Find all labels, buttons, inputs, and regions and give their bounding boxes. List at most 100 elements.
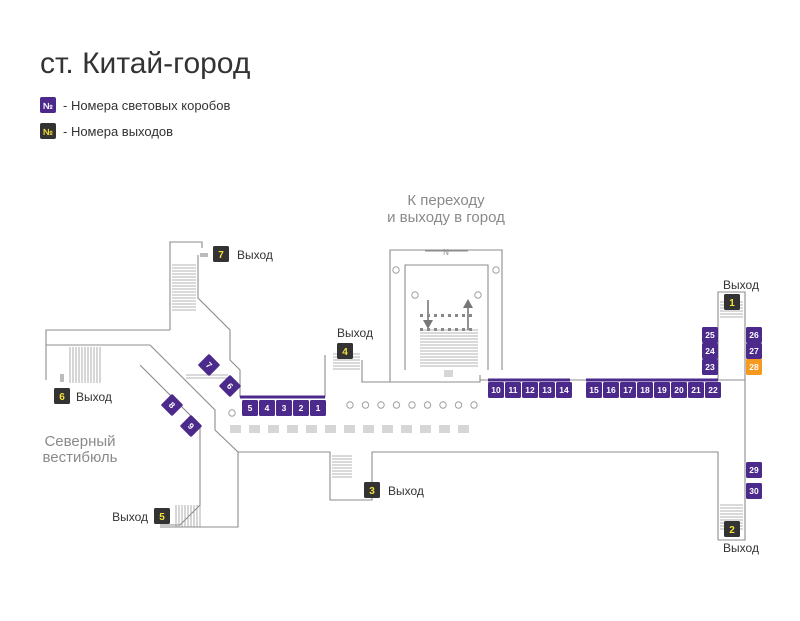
light-box-number: 12 — [525, 385, 535, 395]
column — [454, 401, 463, 409]
light-box-number: 2 — [299, 403, 304, 413]
bench — [325, 425, 336, 433]
light-box-30: 30 — [746, 483, 762, 499]
exit-caption: Выход — [388, 484, 424, 498]
light-box-15: 15 — [586, 382, 602, 398]
light-box-tile — [586, 382, 602, 398]
turnstile — [462, 314, 465, 317]
column — [228, 409, 236, 417]
column — [423, 401, 432, 409]
light-box-13: 13 — [539, 382, 555, 398]
transfer-label-line-1: К переходу — [407, 192, 485, 209]
exit-number: 6 — [59, 392, 65, 403]
bench — [363, 425, 374, 433]
light-box-number: 14 — [559, 385, 569, 395]
bench — [249, 425, 260, 433]
light-box-tile — [688, 382, 704, 398]
light-box-9: 9 — [180, 415, 202, 437]
light-box-tile — [746, 359, 762, 375]
light-box-23: 23 — [702, 359, 718, 375]
exit-caption: Выход — [76, 390, 112, 404]
exit-caption: Выход — [112, 510, 148, 524]
light-box-number: 3 — [282, 403, 287, 413]
turnstile — [420, 328, 423, 331]
page-title: ст. Китай-город — [40, 47, 250, 80]
light-box-tile — [310, 400, 326, 416]
light-box-number: 9 — [186, 421, 197, 432]
exit-number: 5 — [159, 512, 165, 523]
light-box-tile — [259, 400, 275, 416]
light-box-tile — [488, 382, 504, 398]
light-box-tile — [746, 327, 762, 343]
light-box-number: 19 — [657, 385, 667, 395]
light-box-tile — [161, 394, 183, 416]
light-box-20: 20 — [671, 382, 687, 398]
bench — [306, 425, 317, 433]
light-box-tile — [746, 462, 762, 478]
exit-marker — [54, 388, 70, 404]
exit-caption: Выход — [237, 248, 273, 262]
column — [392, 401, 401, 409]
transfer-label-line-2: и выходу в город — [387, 209, 505, 226]
light-box-number: 15 — [589, 385, 599, 395]
light-box-tile — [198, 354, 220, 376]
light-box-tile — [293, 400, 309, 416]
column — [408, 401, 416, 409]
arrow-down-icon — [423, 320, 433, 329]
bench — [268, 425, 279, 433]
light-box-tile — [219, 375, 241, 397]
light-box-number: 1 — [316, 403, 321, 413]
light-box-number: 4 — [265, 403, 270, 413]
light-box-tile — [620, 382, 636, 398]
bench — [439, 425, 450, 433]
columns — [228, 266, 500, 417]
exit-number: 4 — [342, 347, 348, 358]
bench — [200, 253, 208, 257]
light-box-number: 23 — [705, 362, 715, 372]
light-box-19: 19 — [654, 382, 670, 398]
vestibule-label-line-2: вестибюль — [43, 449, 118, 466]
light-box-12: 12 — [522, 382, 538, 398]
bench — [230, 425, 241, 433]
light-box-25: 25 — [702, 327, 718, 343]
light-box-number: 25 — [705, 330, 715, 340]
light-box-14: 14 — [556, 382, 572, 398]
legend-light-box-symbol: № — [43, 101, 53, 111]
legend-exit-label: - Номера выходов — [63, 124, 173, 139]
bench — [344, 425, 355, 433]
column — [411, 291, 419, 299]
legend-exit-swatch — [40, 123, 56, 139]
column — [492, 266, 500, 274]
light-box-number: 13 — [542, 385, 552, 395]
exit-marker — [337, 343, 353, 359]
turnstile — [469, 314, 472, 317]
exit-marker — [724, 294, 740, 310]
light-box-22: 22 — [705, 382, 721, 398]
turnstile — [434, 328, 437, 331]
bench — [382, 425, 393, 433]
light-box-number: 5 — [248, 403, 253, 413]
light-box-number: 11 — [509, 385, 518, 395]
bench — [287, 425, 298, 433]
column — [439, 401, 447, 409]
light-box-tile — [702, 327, 718, 343]
light-box-number: 10 — [491, 385, 501, 395]
light-box-number: 24 — [705, 346, 715, 356]
turnstile — [455, 314, 458, 317]
light-box-number: 17 — [623, 385, 633, 395]
light-box-tile — [522, 382, 538, 398]
exit-caption: Выход — [337, 326, 373, 340]
light-box-number: 22 — [708, 385, 718, 395]
light-box-5: 5 — [242, 400, 258, 416]
exit-5: 5 Выход — [112, 508, 170, 524]
light-box-tile — [180, 415, 202, 437]
turnstile — [441, 314, 444, 317]
light-box-number: 27 — [749, 346, 759, 356]
legend-exit-symbol: № — [43, 127, 53, 137]
turnstile — [448, 328, 451, 331]
light-box-tile — [603, 382, 619, 398]
light-box-tile — [702, 343, 718, 359]
light-box-tile — [746, 343, 762, 359]
